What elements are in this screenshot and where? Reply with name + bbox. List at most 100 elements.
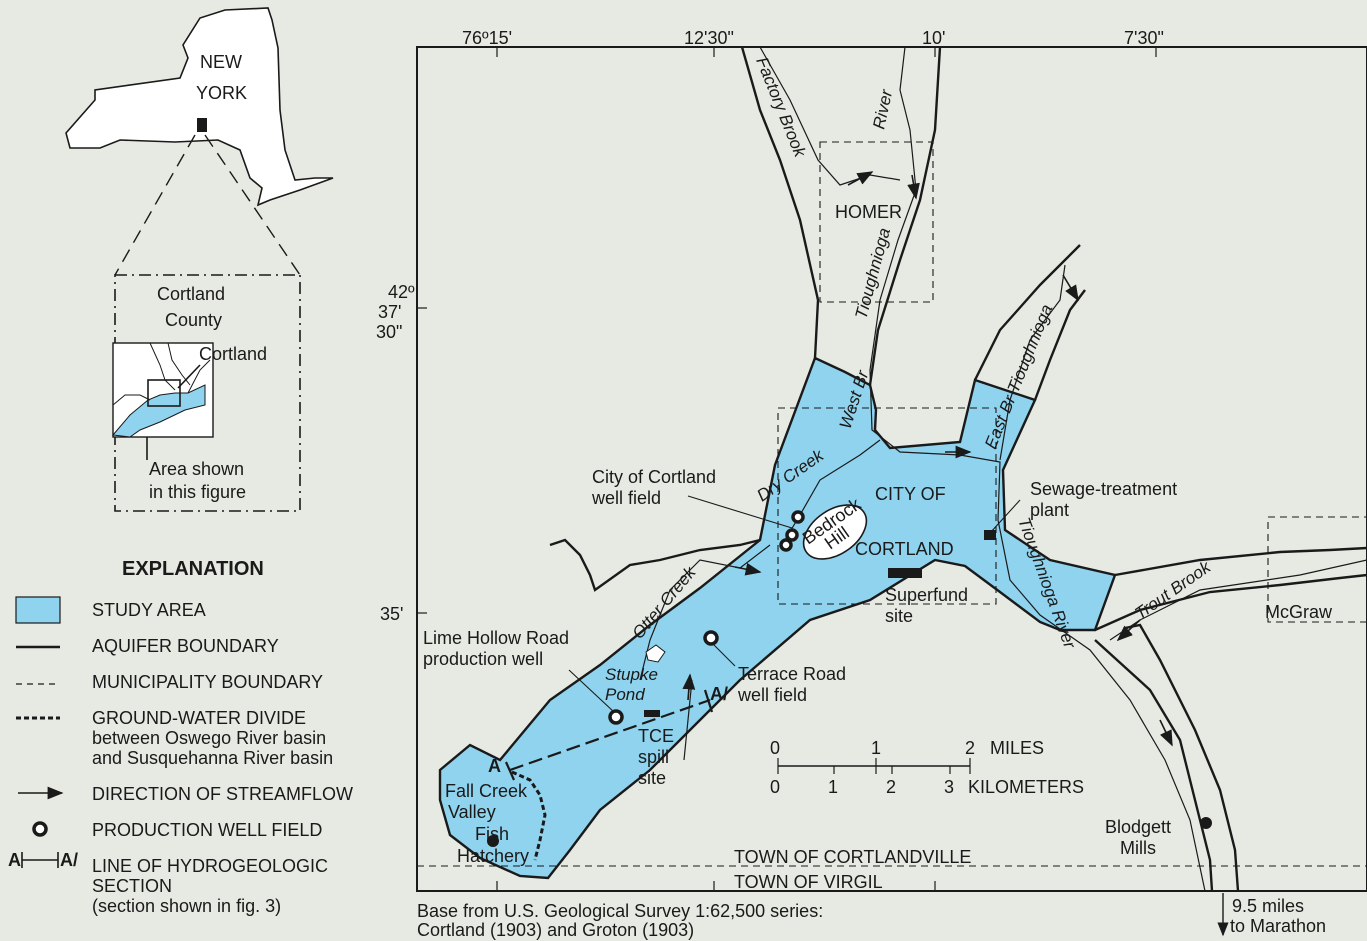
streamflow-arrow xyxy=(1062,274,1079,302)
production-well-field xyxy=(791,510,805,524)
label-section-a-prime: A/ xyxy=(710,684,728,704)
label-city-1: CITY OF xyxy=(875,484,946,504)
production-well-field xyxy=(608,709,624,725)
legend-item-section-sub2: (section shown in fig. 3) xyxy=(92,896,281,916)
label-tce-2: spill xyxy=(638,747,669,767)
location-marker xyxy=(197,118,207,132)
inset-state-label-1: NEW xyxy=(200,52,242,72)
production-well-field xyxy=(785,528,799,542)
graticule-lat-1b: 37' xyxy=(378,302,401,322)
label-section-a: A xyxy=(488,756,501,776)
streamflow-arrow xyxy=(1116,619,1141,642)
legend-item-ground-water-divide: GROUND-WATER DIVIDE xyxy=(92,708,306,728)
scale-km-2: 2 xyxy=(886,777,896,797)
scale-bar: 0 1 2 MILES 0 1 2 3 KILOMETERS xyxy=(770,738,1084,797)
explanation-legend: EXPLANATION STUDY AREA AQUIFER BOUNDARY … xyxy=(8,558,353,916)
legend-item-ground-water-divide-sub2: and Susquehanna River basin xyxy=(92,748,333,768)
legend-section-a-prime: A/ xyxy=(60,850,78,870)
legend-item-aquifer-boundary: AQUIFER BOUNDARY xyxy=(92,636,279,656)
bedrock-hill xyxy=(802,504,868,560)
label-marathon-1: 9.5 miles xyxy=(1232,896,1304,916)
label-fall-creek-2: Valley xyxy=(448,802,496,822)
mcgraw-boundary xyxy=(1267,516,1367,623)
credit-line-1: Base from U.S. Geological Survey 1:62,50… xyxy=(417,901,823,921)
scale-mile-0: 0 xyxy=(770,738,780,758)
streamflow-arrow xyxy=(734,562,762,576)
legend-item-streamflow: DIRECTION OF STREAMFLOW xyxy=(92,784,353,804)
label-terrace-1: Terrace Road xyxy=(738,664,846,684)
dry-creek xyxy=(784,439,881,541)
label-blodgett-2: Mills xyxy=(1120,838,1156,858)
scale-km-unit: KILOMETERS xyxy=(968,777,1084,797)
inset-area-label-1: Area shown xyxy=(149,459,244,479)
label-lime-hollow-2: production well xyxy=(423,649,543,669)
graticule-top-2: 12'30" xyxy=(684,28,734,48)
blodgett-mills-marker xyxy=(1200,817,1212,829)
legend-item-section-sub1: SECTION xyxy=(92,876,172,896)
label-superfund-1: Superfund xyxy=(885,585,968,605)
graticule-lat-1a: 42º xyxy=(388,282,415,302)
label-town-south: TOWN OF VIRGIL xyxy=(734,872,883,892)
inset-area-label-2: in this figure xyxy=(149,482,246,502)
label-tce-3: site xyxy=(638,768,666,788)
label-stupke-1: Stupke xyxy=(605,665,658,684)
scale-mile-2: 2 xyxy=(965,738,975,758)
stupke-pond xyxy=(645,644,666,663)
tce-spill-marker xyxy=(644,710,660,717)
aquifer-boundary xyxy=(549,538,761,592)
label-sewage-2: plant xyxy=(1030,500,1069,520)
hydrogeologic-section-line xyxy=(509,698,711,772)
label-stupke-2: Pond xyxy=(605,685,645,704)
scale-mile-1: 1 xyxy=(871,738,881,758)
label-wellfield-1: City of Cortland xyxy=(592,467,716,487)
study-area-mini-frame xyxy=(147,379,181,407)
label-tce-1: TCE xyxy=(638,726,674,746)
inset-city-label: Cortland xyxy=(199,344,267,364)
cortland-city-boundary xyxy=(777,407,997,605)
inset-county-label-2: County xyxy=(165,310,222,330)
legend-item-municipality-boundary: MUNICIPALITY BOUNDARY xyxy=(92,672,323,692)
label-blodgett-1: Blodgett xyxy=(1105,817,1171,837)
fish-hatchery-marker xyxy=(487,835,499,847)
legend-item-production-well: PRODUCTION WELL FIELD xyxy=(92,820,322,840)
scale-miles-unit: MILES xyxy=(990,738,1044,758)
study-area-polygon xyxy=(438,356,1117,880)
production-well-field xyxy=(703,630,719,646)
east-branch xyxy=(999,264,1066,461)
inset-state-label-2: YORK xyxy=(196,83,247,103)
credit-line-2: Cortland (1903) and Groton (1903) xyxy=(417,920,694,940)
new-york-state-outline xyxy=(65,7,334,207)
label-city-2: CORTLAND xyxy=(855,539,954,559)
map-frame xyxy=(416,46,1367,892)
label-fish-2: Hatchery xyxy=(457,846,529,866)
label-fish-1: Fish xyxy=(475,824,509,844)
label-town-north: TOWN OF CORTLANDVILLE xyxy=(734,847,971,867)
main-map: 76º15' 12'30" 10' 7'30" 42º 37' 30" 35' xyxy=(376,28,1367,940)
study-area-swatch xyxy=(15,596,61,624)
graticule-lat-1c: 30" xyxy=(376,322,402,342)
label-factory-brook: Factory Brook xyxy=(752,54,810,161)
inset-new-york: NEW YORK Cortland County Cortland Area s… xyxy=(65,7,334,512)
label-river: River xyxy=(869,87,896,131)
streamflow-arrow xyxy=(907,174,920,200)
inset-county-label-1: Cortland xyxy=(157,284,225,304)
streamflow-arrow xyxy=(682,673,696,701)
graticule-top-1: 76º15' xyxy=(462,28,512,48)
ground-water-divide xyxy=(511,770,547,861)
legend-title: EXPLANATION xyxy=(122,558,264,580)
label-mcgraw: McGraw xyxy=(1265,602,1333,622)
label-marathon-2: to Marathon xyxy=(1230,916,1326,936)
legend-item-study-area: STUDY AREA xyxy=(92,600,206,620)
graticule-lat-2: 35' xyxy=(380,604,403,624)
label-fall-creek-1: Fall Creek xyxy=(445,781,528,801)
scale-km-1: 1 xyxy=(828,777,838,797)
label-lime-hollow-1: Lime Hollow Road xyxy=(423,628,569,648)
scale-km-3: 3 xyxy=(944,777,954,797)
graticule-top-3: 10' xyxy=(922,28,945,48)
legend-item-ground-water-divide-sub1: between Oswego River basin xyxy=(92,728,326,748)
label-sewage-1: Sewage-treatment xyxy=(1030,479,1177,499)
streamflow-arrow xyxy=(1159,719,1173,747)
sewage-plant-marker xyxy=(984,530,996,540)
label-wellfield-2: well field xyxy=(591,488,661,508)
